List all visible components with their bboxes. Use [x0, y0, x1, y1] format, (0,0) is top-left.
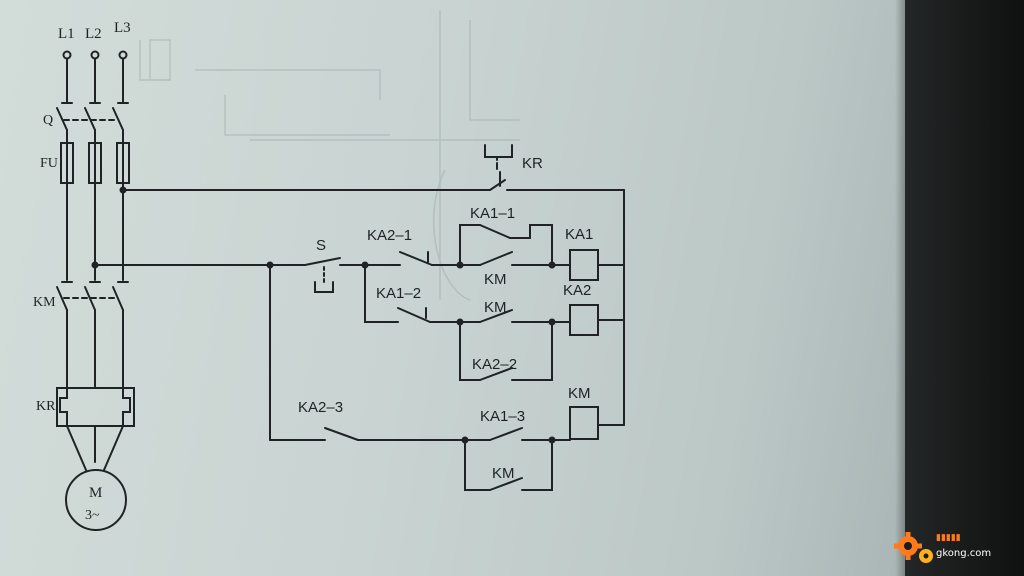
label-KM-1: KM	[484, 271, 507, 288]
label-KA2-2: KA2–2	[472, 356, 517, 373]
label-L1: L1	[58, 26, 75, 42]
label-S: S	[316, 237, 326, 254]
label-KA1-coil: KA1	[565, 226, 593, 243]
label-KA1-1: KA1–1	[470, 205, 515, 222]
gear-icon	[894, 532, 933, 563]
control-circuit	[94, 144, 625, 491]
label-KR-contact: KR	[522, 155, 543, 172]
label-FU: FU	[40, 156, 58, 171]
label-KR-main: KR	[36, 399, 56, 414]
terminal-L1	[62, 50, 72, 60]
label-motor-M: M	[89, 485, 102, 501]
watermark-url: gkong.com	[936, 548, 991, 559]
book-page	[0, 0, 905, 576]
label-KA2-coil: KA2	[563, 282, 591, 299]
coil-KA2	[569, 304, 599, 336]
contact-KA1-3	[489, 427, 523, 441]
label-L3: L3	[114, 20, 131, 36]
label-KM-2: KM	[484, 299, 507, 316]
dark-background	[905, 0, 1024, 576]
motor-M	[65, 469, 127, 531]
coil-KA1	[569, 249, 599, 281]
diagram-labels: L1 L2 L3 Q FU KM KR M 3~ KR S KA2–1 KA1–…	[33, 20, 593, 523]
label-KA2-1: KA2–1	[367, 227, 412, 244]
thermal-relay-KR	[56, 387, 135, 427]
label-KM-coil: KM	[568, 385, 591, 402]
watermark-name-graphic: ▮▮▮▮▮	[936, 533, 961, 543]
contactor-KM-main	[56, 281, 129, 311]
label-KM-3: KM	[492, 465, 515, 482]
site-watermark: ▮▮▮▮▮ gkong.com	[894, 532, 991, 563]
terminal-L2	[90, 50, 100, 60]
kr-nc-contact	[484, 144, 625, 191]
terminal-L3	[118, 50, 128, 60]
label-KA1-2: KA1–2	[376, 285, 421, 302]
label-Q: Q	[43, 113, 53, 128]
show-through-ghost	[139, 10, 520, 301]
main-power-circuit	[56, 50, 135, 531]
contact-KA2-3	[324, 427, 359, 441]
switch-Q	[56, 102, 129, 131]
label-L2: L2	[85, 26, 102, 42]
label-KM-main: KM	[33, 295, 56, 310]
contact-KA2-1	[399, 251, 433, 266]
contact-KA1-2	[397, 307, 431, 323]
label-motor-phase: 3~	[85, 508, 100, 523]
fuses-FU	[60, 142, 130, 184]
switch-S	[304, 257, 341, 293]
coil-KM	[569, 406, 599, 440]
label-KA1-3: KA1–3	[480, 408, 525, 425]
label-KA2-3: KA2–3	[298, 399, 343, 416]
